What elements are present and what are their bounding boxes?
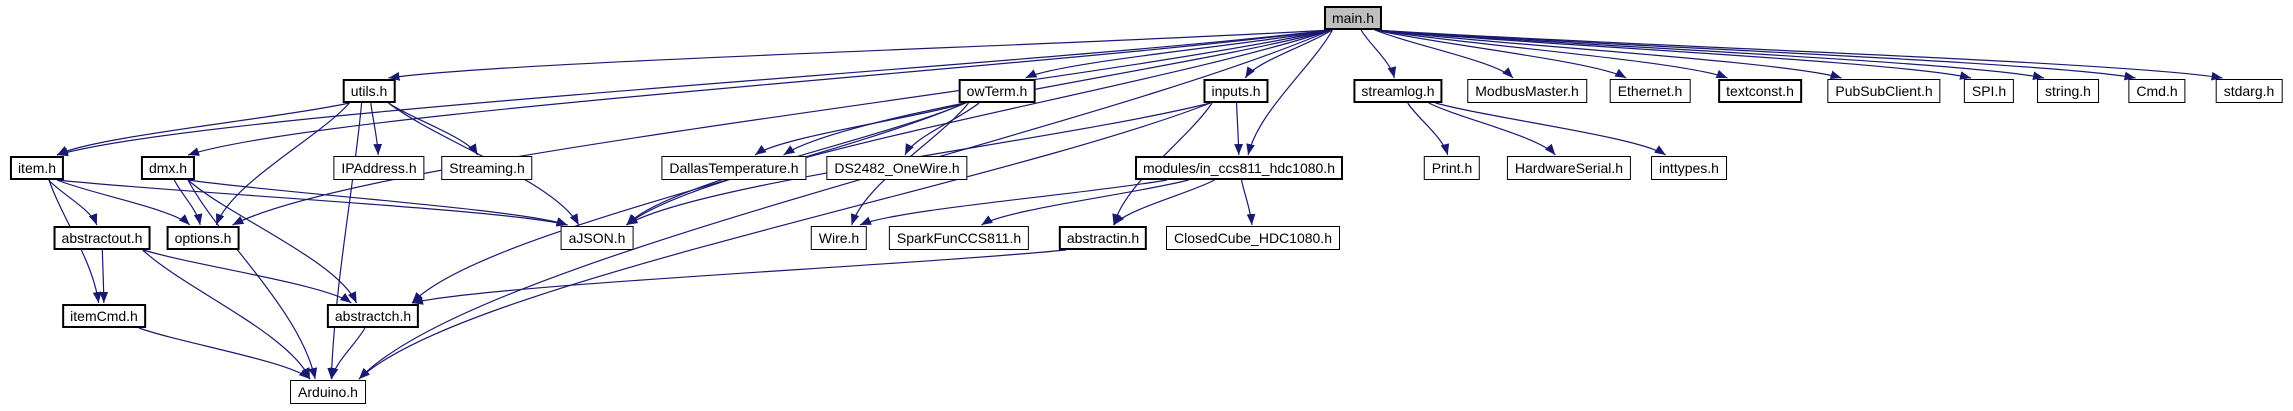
include-edge-owTerm-to-DS2482_OneWire [904, 102, 980, 156]
graph-node-abstractin[interactable]: abstractin.h [1058, 226, 1148, 250]
include-edge-itemCmd-to-Arduino [138, 327, 311, 380]
graph-node-inputs[interactable]: inputs.h [1203, 79, 1269, 103]
graph-node-stdarg[interactable]: stdarg.h [2215, 79, 2283, 103]
include-edge-abstractout-to-itemCmd [99, 249, 109, 304]
graph-node-IPAddress[interactable]: IPAddress.h [333, 156, 425, 180]
graph-node-in_ccs811_hdc1080[interactable]: modules/in_ccs811_hdc1080.h [1135, 156, 1343, 180]
graph-node-options[interactable]: options.h [166, 226, 240, 250]
include-edge-streamlog-to-HardwareSerial [1428, 102, 1556, 156]
include-edge-main-to-string [1374, 29, 2045, 81]
include-edge-main-to-Cmd [1374, 29, 2136, 81]
graph-node-dmx[interactable]: dmx.h [140, 156, 196, 180]
include-edge-utils-to-IPAddress [370, 102, 383, 156]
include-edge-main-to-utils [388, 29, 1332, 81]
include-edge-main-to-ModbusMaster [1374, 29, 1514, 79]
include-edge-utils-to-Streaming [388, 102, 479, 156]
include-edge-main-to-Arduino [358, 29, 1332, 380]
graph-node-ClosedCube_HDC1080[interactable]: ClosedCube_HDC1080.h [1166, 226, 1340, 250]
include-edge-utils-to-item [56, 102, 350, 156]
graph-node-utils[interactable]: utils.h [342, 79, 396, 103]
include-edge-main-to-owTerm [1025, 29, 1332, 79]
include-edge-item-to-abstractout [48, 179, 98, 226]
include-edge-dmx-to-abstractch [187, 179, 358, 304]
graph-node-HardwareSerial[interactable]: HardwareSerial.h [1506, 156, 1632, 180]
include-edge-streamlog-to-inttypes [1435, 102, 1667, 156]
graph-node-itemCmd[interactable]: itemCmd.h [62, 304, 146, 328]
graph-node-owTerm[interactable]: owTerm.h [958, 79, 1036, 103]
graph-node-ModbusMaster[interactable]: ModbusMaster.h [1467, 79, 1587, 103]
graph-node-Streaming[interactable]: Streaming.h [441, 156, 533, 180]
include-edge-utils-to-Arduino [327, 102, 363, 380]
graph-node-DS2482_OneWire[interactable]: DS2482_OneWire.h [826, 156, 968, 180]
include-edge-main-to-Ethernet [1374, 29, 1627, 79]
graph-node-aJSON[interactable]: aJSON.h [560, 226, 634, 250]
include-edge-in_ccs811_hdc1080-to-SparkFunCCS811 [981, 179, 1189, 226]
include-edge-in_ccs811_hdc1080-to-abstractin [1113, 179, 1215, 226]
graph-node-Arduino[interactable]: Arduino.h [290, 380, 366, 404]
graph-node-SPI[interactable]: SPI.h [1963, 79, 2015, 103]
graph-node-Cmd[interactable]: Cmd.h [2128, 79, 2186, 103]
include-edge-dmx-to-Arduino [187, 179, 318, 380]
include-edge-main-to-in_ccs811_hdc1080 [1246, 29, 1334, 156]
include-edge-in_ccs811_hdc1080-to-ClosedCube_HDC1080 [1240, 179, 1256, 226]
include-edge-inputs-to-in_ccs811_hdc1080 [1234, 102, 1243, 156]
include-edge-item-to-aJSON [56, 179, 568, 227]
include-edge-in_ccs811_hdc1080-to-Wire [859, 179, 1168, 226]
graph-node-Wire[interactable]: Wire.h [810, 226, 868, 250]
include-edge-main-to-options [232, 29, 1332, 226]
include-edge-abstractin-to-abstractch [411, 249, 1067, 305]
graph-node-main: main.h [1323, 6, 1383, 30]
graph-node-Ethernet[interactable]: Ethernet.h [1609, 79, 1691, 103]
graph-node-Print[interactable]: Print.h [1423, 156, 1481, 180]
include-edge-abstractout-to-Arduino [142, 249, 311, 380]
include-edge-owTerm-to-DallasTemperature [754, 102, 966, 156]
include-edge-dmx-to-options [173, 179, 203, 226]
include-edge-main-to-aJSON [626, 29, 1332, 226]
include-edge-main-to-inputs [1244, 29, 1333, 79]
include-edge-main-to-PubSubClient [1374, 29, 1842, 80]
include-edge-abstractch-to-Arduino [329, 327, 366, 380]
include-edge-item-to-options [56, 179, 191, 226]
include-edge-main-to-item [56, 29, 1332, 157]
graph-node-SparkFunCCS811[interactable]: SparkFunCCS811.h [888, 226, 1030, 250]
graph-node-streamlog[interactable]: streamlog.h [1353, 79, 1443, 103]
include-edge-abstractout-to-abstractch [143, 249, 352, 304]
graph-node-item[interactable]: item.h [9, 156, 65, 180]
graph-node-DallasTemperature[interactable]: DallasTemperature.h [661, 156, 807, 180]
include-edge-inputs-to-Arduino [358, 102, 1211, 380]
include-edge-utils-to-options [215, 102, 350, 226]
include-edge-main-to-SPI [1374, 29, 1972, 80]
graph-node-textconst[interactable]: textconst.h [1718, 79, 1802, 103]
include-edge-owTerm-to-abstractch [411, 102, 966, 304]
include-edge-dmx-to-aJSON [187, 179, 568, 226]
graph-node-string[interactable]: string.h [2037, 79, 2099, 103]
include-edge-main-to-streamlog [1360, 29, 1397, 79]
include-edge-main-to-stdarg [1374, 29, 2223, 81]
graph-node-abstractout[interactable]: abstractout.h [53, 226, 151, 250]
include-edge-streamlog-to-Print [1407, 102, 1450, 156]
graph-node-PubSubClient[interactable]: PubSubClient.h [1827, 79, 1941, 103]
graph-node-inttypes[interactable]: inttypes.h [1651, 156, 1727, 180]
include-edge-main-to-dmx [187, 29, 1332, 156]
graph-node-abstractch[interactable]: abstractch.h [326, 304, 420, 328]
include-edge-main-to-textconst [1374, 29, 1728, 79]
